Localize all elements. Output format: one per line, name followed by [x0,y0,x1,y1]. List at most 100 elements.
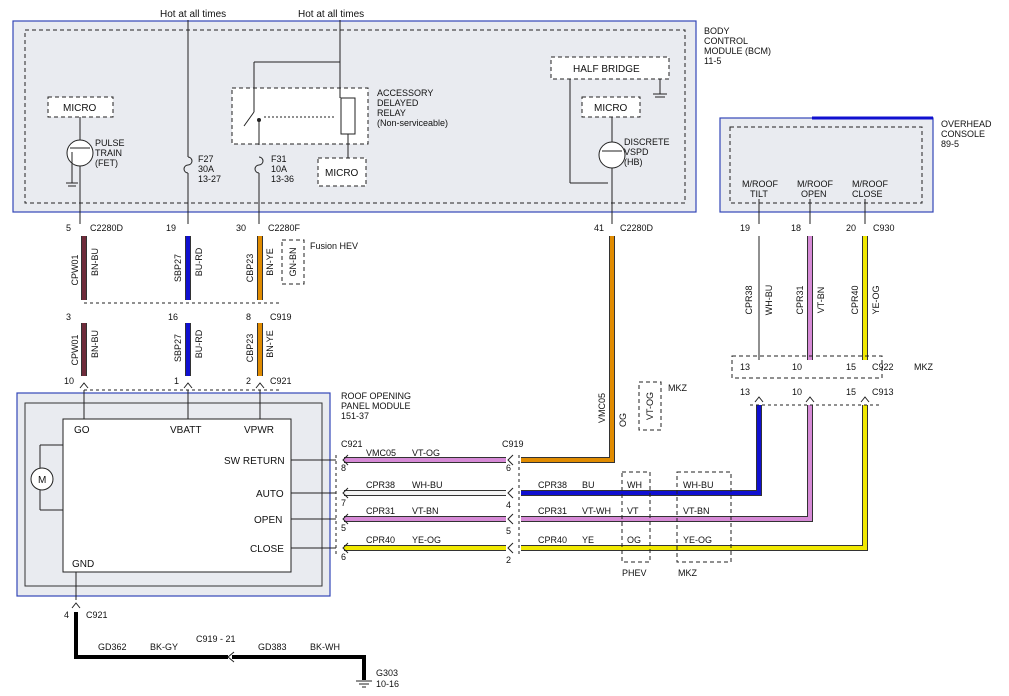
gn-bn-label: GN-BN [288,248,298,277]
rop-title-2: PANEL MODULE [341,401,411,411]
pin-19: 19 [166,223,176,233]
rpin-2: 2 [506,555,511,565]
c921-gnd-label: C921 [86,610,108,620]
cbp23-lower-label: CBP23 [245,334,255,363]
c919-row-label: C919 [502,439,524,449]
fuse-f27-icon [183,156,193,174]
gd383-label: GD383 [258,642,287,652]
bn-bu-lower-label: BN-BU [90,330,100,358]
c930-pin-19: 19 [740,223,750,233]
phev-vt: VT [627,506,639,516]
g303-page: 10-16 [376,679,399,689]
vmc05-label: VMC05 [597,393,607,423]
relay-4: (Non-serviceable) [377,118,448,128]
fuse-f31-2: 10A [271,164,287,174]
pin-30: 30 [236,223,246,233]
phev-wh: WH [627,480,642,490]
fet-transistor-icon [66,139,94,167]
auto-label: AUTO [256,489,284,500]
cpr40-v-label: CPR40 [850,285,860,314]
discrete-1: DISCRETE [624,137,670,147]
rrow-cpr31: CPR31 [538,506,567,516]
open-1: M/ROOF [797,179,833,189]
rrow-vt-wh: VT-WH [582,506,611,516]
vt-og-label: VT-OG [645,392,655,420]
bn-bu-label: BN-BU [90,248,100,276]
c919-label: C919 [270,312,292,322]
row-cpr40: CPR40 [366,535,395,545]
c2280f-label: C2280F [268,223,301,233]
fuse-f27-3: 13-27 [198,174,221,184]
row-vt-og: VT-OG [412,448,440,458]
rrow-ye: YE [582,535,594,545]
rrow-cpr40: CPR40 [538,535,567,545]
bcm-title-1: BODY [704,26,730,36]
sbp27-label: SBP27 [173,254,183,282]
hot-at-all-times-label-2: Hot at all times [298,9,364,20]
lpin-5: 5 [341,523,346,533]
c922-pin-10: 10 [792,362,802,372]
half-bridge-label: HALF BRIDGE [573,64,640,75]
fuse-f27-1: F27 [198,154,214,164]
pin-10: 10 [64,376,74,386]
micro-left-label: MICRO [63,103,97,114]
c913-pin-10: 10 [792,387,802,397]
c930-pin-18: 18 [791,223,801,233]
bn-ye-label: BN-YE [265,248,275,276]
roof-opening-panel-module: ROOF OPENING PANEL MODULE 151-37 GO VBAT… [16,390,411,597]
micro-relay-label: MICRO [325,168,359,179]
close-1: M/ROOF [852,179,888,189]
bcm-title-4: 11-5 [704,56,721,66]
hot-at-all-times-label-1: Hot at all times [160,9,226,20]
c921-label: C921 [270,376,292,386]
phev-og: OG [627,535,641,545]
mkz-wh-bu: WH-BU [683,480,714,490]
rrow-cpr38: CPR38 [538,480,567,490]
sw-return-label: SW RETURN [224,456,285,467]
bk-wh-label: BK-WH [310,642,340,652]
row-vmc05: VMC05 [366,448,396,458]
discrete-transistor-icon [598,141,626,169]
relay-3: RELAY [377,108,406,118]
cpw01-lower-label: CPW01 [70,334,80,365]
go-label: GO [74,425,90,436]
bu-rd-label: BU-RD [194,247,204,276]
c913-label: C913 [872,387,894,397]
fuse-f31-1: F31 [271,154,287,164]
open-2: OPEN [801,189,827,199]
fusion-hev-label: Fusion HEV [310,241,358,251]
relay-1: ACCESSORY [377,88,433,98]
close-label: CLOSE [250,544,284,555]
c919-21-label: C919 - 21 [196,634,236,644]
c922-block [731,355,883,379]
relay-2: DELAYED [377,98,419,108]
rop-title-3: 151-37 [341,411,369,421]
pin-5: 5 [66,223,71,233]
bn-ye-lower-label: BN-YE [265,330,275,358]
pulse-train-3: (FET) [95,158,118,168]
pin-3: 3 [66,312,71,322]
rpin-6: 6 [506,463,511,473]
tilt-2: TILT [750,189,768,199]
lpin-8: 8 [341,463,346,473]
micro-right-label: MICRO [594,103,628,114]
fuse-f31-icon [254,156,264,174]
rpin-5: 5 [506,526,511,536]
fuse-f31-3: 13-36 [271,174,294,184]
bcm-module: BODY CONTROL MODULE (BCM) 11-5 MICRO PUL… [12,20,771,213]
row-ye-og: YE-OG [412,535,441,545]
c922-pin-15: 15 [846,362,856,372]
c2280d-label: C2280D [90,223,124,233]
rop-title-1: ROOF OPENING [341,391,411,401]
og-label: OG [618,413,628,427]
row-cpr38: CPR38 [366,480,395,490]
c922-label: C922 [872,362,894,372]
mkz-vt-bn: VT-BN [683,506,710,516]
pin-1: 1 [174,376,179,386]
lpin-6: 6 [341,552,346,562]
phev-label: PHEV [622,568,647,578]
vbatt-label: VBATT [170,425,201,436]
mkz-label-1: MKZ [668,383,688,393]
g303-label: G303 [376,668,398,678]
